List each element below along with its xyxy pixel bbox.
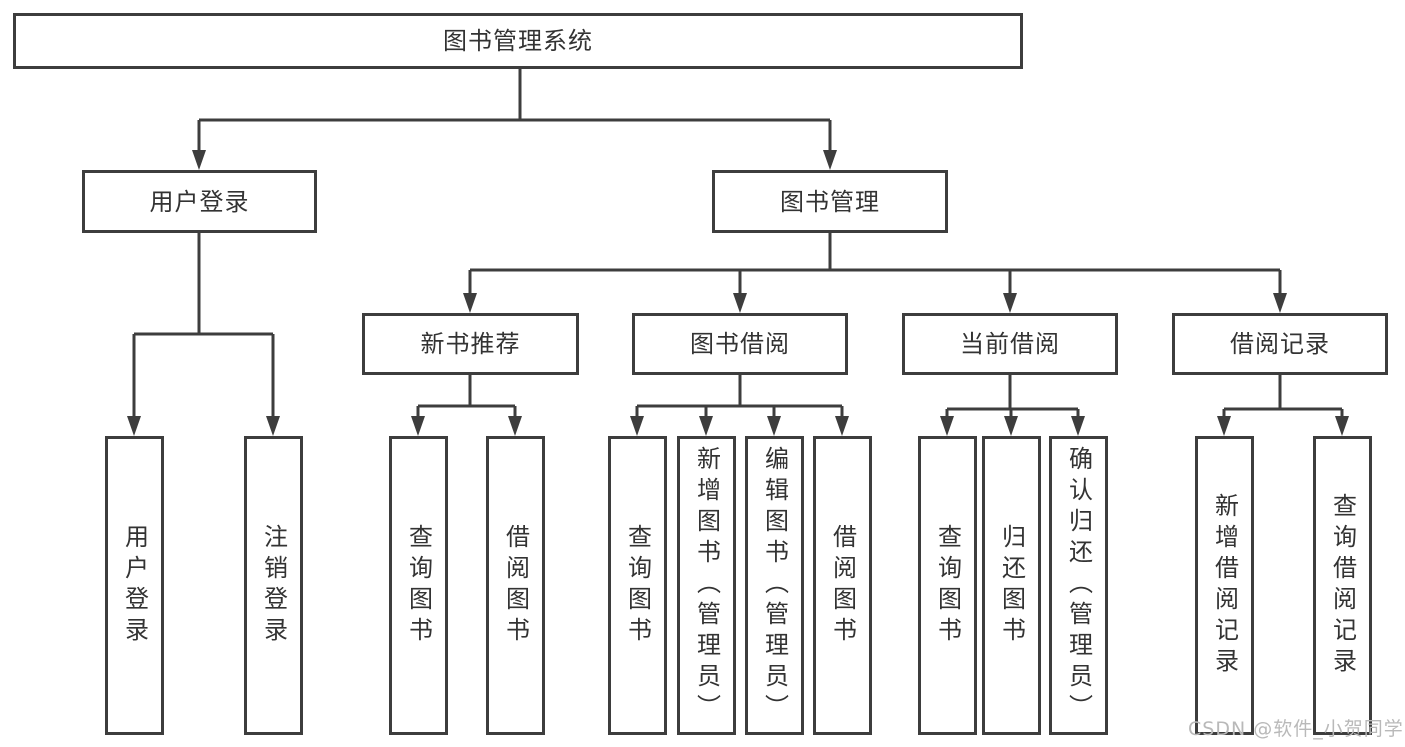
csdn-watermark: CSDN @软件_小贺同学 bbox=[1188, 718, 1404, 740]
node-label: 图书管理 bbox=[780, 187, 880, 216]
leaf-newbooks-borrow-books: 借阅图书 bbox=[486, 436, 545, 735]
node-label: 用户登录 bbox=[149, 187, 250, 216]
leaf-label: 新增图书（管理员） bbox=[692, 446, 721, 725]
leaf-label: 归还图书 bbox=[997, 523, 1026, 648]
leaf-label: 查询图书 bbox=[404, 523, 433, 648]
leaf-borrow-add-book-admin: 新增图书（管理员） bbox=[677, 436, 736, 735]
leaf-label: 用户登录 bbox=[120, 523, 149, 648]
node-new-book-recommend: 新书推荐 bbox=[362, 313, 579, 375]
node-label: 图书借阅 bbox=[690, 330, 790, 358]
leaf-records-add-record: 新增借阅记录 bbox=[1195, 436, 1254, 735]
leaf-label: 借阅图书 bbox=[501, 523, 530, 648]
leaf-label: 查询图书 bbox=[623, 523, 652, 648]
leaf-borrow-borrow-books: 借阅图书 bbox=[813, 436, 872, 735]
leaf-borrow-edit-book-admin: 编辑图书（管理员） bbox=[745, 436, 804, 735]
leaf-newbooks-query-books: 查询图书 bbox=[389, 436, 448, 735]
node-label: 图书管理系统 bbox=[443, 27, 593, 55]
leaf-label: 注销登录 bbox=[259, 523, 288, 648]
leaf-current-query-books: 查询图书 bbox=[918, 436, 977, 735]
leaf-label: 新增借阅记录 bbox=[1210, 492, 1239, 679]
leaf-label: 编辑图书（管理员） bbox=[760, 446, 789, 725]
node-label: 新书推荐 bbox=[420, 330, 521, 358]
leaf-label: 查询图书 bbox=[933, 523, 962, 648]
leaf-user-login: 用户登录 bbox=[105, 436, 164, 735]
leaf-logout: 注销登录 bbox=[244, 436, 303, 735]
leaf-label: 借阅图书 bbox=[828, 523, 857, 648]
node-book-borrow: 图书借阅 bbox=[632, 313, 848, 375]
leaf-current-confirm-return-admin: 确认归还（管理员） bbox=[1049, 436, 1108, 735]
node-current-borrow: 当前借阅 bbox=[902, 313, 1118, 375]
node-root-library-management-system: 图书管理系统 bbox=[13, 13, 1023, 69]
leaf-label: 查询借阅记录 bbox=[1328, 492, 1357, 679]
leaf-borrow-query-books: 查询图书 bbox=[608, 436, 667, 735]
node-label: 借阅记录 bbox=[1230, 330, 1330, 358]
leaf-label: 确认归还（管理员） bbox=[1064, 446, 1093, 725]
node-borrow-records: 借阅记录 bbox=[1172, 313, 1388, 375]
leaf-current-return-books: 归还图书 bbox=[982, 436, 1041, 735]
node-user-login: 用户登录 bbox=[82, 170, 317, 233]
leaf-records-query-record: 查询借阅记录 bbox=[1313, 436, 1372, 735]
node-book-management: 图书管理 bbox=[712, 170, 948, 233]
node-label: 当前借阅 bbox=[960, 330, 1060, 358]
